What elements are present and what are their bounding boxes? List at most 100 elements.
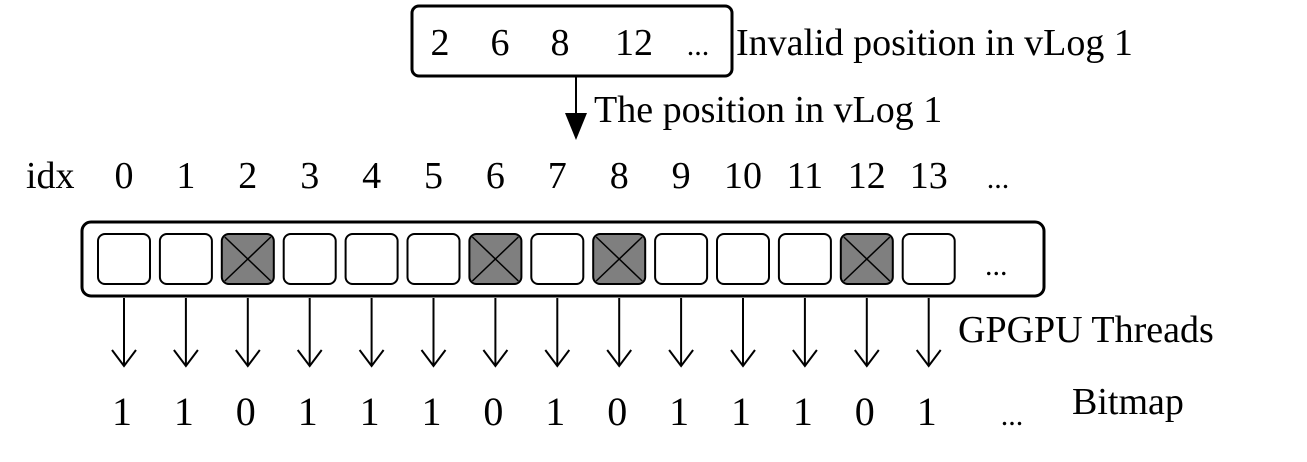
cell-box — [344, 233, 399, 285]
thread-arrow — [915, 298, 942, 368]
thread-arrow-head — [482, 349, 509, 368]
invalid-value: 8 — [551, 22, 570, 64]
thread-arrow — [358, 298, 385, 368]
idx-value: 10 — [724, 155, 762, 197]
thread-arrow-head — [668, 349, 694, 368]
idx-value: 13 — [910, 155, 948, 197]
idx-value: 8 — [610, 155, 629, 197]
idx-value: 6 — [486, 155, 505, 197]
cross-line — [224, 236, 272, 282]
bitmap-value: 1 — [669, 389, 689, 434]
bitmap-cells — [97, 233, 956, 285]
bitmap-cell — [406, 233, 461, 285]
bitmap-value: 1 — [360, 389, 380, 434]
thread-arrow — [111, 298, 137, 368]
idx-value: 3 — [300, 155, 319, 197]
bitmap-value: 1 — [174, 389, 194, 434]
bitmap-cell-invalid — [220, 233, 275, 285]
bitmap-value: 1 — [917, 389, 937, 434]
bitmap-cell — [344, 233, 399, 285]
bitmap-value: 0 — [483, 389, 503, 434]
cell-box — [97, 233, 151, 285]
thread-arrow-head — [606, 349, 632, 368]
invalid-value: 6 — [491, 22, 510, 64]
bitmap-value: 0 — [236, 389, 256, 434]
bitmap-cell — [282, 233, 337, 285]
thread-arrow — [296, 298, 323, 368]
invalid-value: ... — [687, 29, 710, 62]
bitmap-cell — [97, 233, 151, 285]
gpgpu-threads-label: GPGPU Threads — [958, 309, 1214, 351]
cells-ellipsis: ... — [985, 249, 1008, 282]
bitmap-cell — [901, 233, 956, 285]
thread-arrow — [730, 298, 756, 368]
bitmap-cell — [716, 233, 770, 285]
invalid-value: 2 — [431, 22, 450, 64]
bitmap-value: 1 — [112, 389, 132, 434]
thread-arrow-head — [111, 349, 137, 368]
bitmap-cell-invalid — [468, 233, 523, 285]
idx-value: 2 — [238, 155, 257, 197]
thread-arrow-head — [544, 349, 571, 368]
cross-line — [595, 236, 643, 282]
thread-arrow-head — [358, 349, 385, 368]
thread-arrow-head — [854, 349, 880, 368]
invalid-value: 12 — [615, 22, 653, 64]
idx-value: 11 — [787, 155, 824, 197]
cell-box — [406, 233, 461, 285]
idx-value: 7 — [548, 155, 567, 197]
idx-value: 1 — [176, 155, 195, 197]
thread-arrow — [544, 298, 571, 368]
bitmap-value: 1 — [545, 389, 565, 434]
bitmap-value: 0 — [855, 389, 875, 434]
cell-box — [654, 233, 709, 285]
bitmap-cell-invalid — [592, 233, 647, 285]
cell-box — [530, 233, 585, 285]
thread-arrow — [173, 298, 199, 368]
thread-arrow — [668, 298, 694, 368]
position-label: The position in vLog 1 — [594, 89, 942, 131]
bitmap-cell — [654, 233, 709, 285]
thread-arrow-head — [915, 349, 942, 368]
bitmap-cell — [530, 233, 585, 285]
idx-value: 5 — [424, 155, 443, 197]
position-arrowhead — [565, 113, 587, 140]
thread-arrow — [420, 298, 447, 368]
bitmap-label: Bitmap — [1072, 381, 1184, 423]
thread-arrow-head — [730, 349, 756, 368]
cell-box — [777, 233, 832, 285]
bitmap-cell — [158, 233, 213, 285]
thread-arrow-head — [792, 349, 818, 368]
bitmap-cell-invalid — [839, 233, 894, 285]
invalid-position-box — [410, 4, 734, 78]
thread-arrow — [792, 298, 818, 368]
bitmap-value: 1 — [793, 389, 813, 434]
bitmap-value: 1 — [422, 389, 442, 434]
invalid-position-label: Invalid position in vLog 1 — [736, 22, 1133, 64]
bitmap-value: 1 — [298, 389, 318, 434]
idx-value: 9 — [672, 155, 691, 197]
bitmap-value: ... — [1001, 399, 1024, 432]
gpgpu-thread-arrows — [111, 298, 942, 368]
cell-box — [901, 233, 956, 285]
idx-value: 0 — [115, 155, 134, 197]
bitmap-value: 0 — [607, 389, 627, 434]
bitmap-value: 1 — [731, 389, 751, 434]
thread-arrow — [854, 298, 880, 368]
idx-value: 12 — [848, 155, 886, 197]
cell-box — [158, 233, 213, 285]
thread-arrow-head — [235, 349, 261, 368]
idx-value: ... — [987, 162, 1010, 195]
idx-value: 4 — [362, 155, 381, 197]
thread-arrow-head — [173, 349, 199, 368]
cell-box — [716, 233, 770, 285]
thread-arrow — [606, 298, 632, 368]
cross-line — [843, 236, 891, 282]
cell-box — [282, 233, 337, 285]
thread-arrow-head — [296, 349, 323, 368]
